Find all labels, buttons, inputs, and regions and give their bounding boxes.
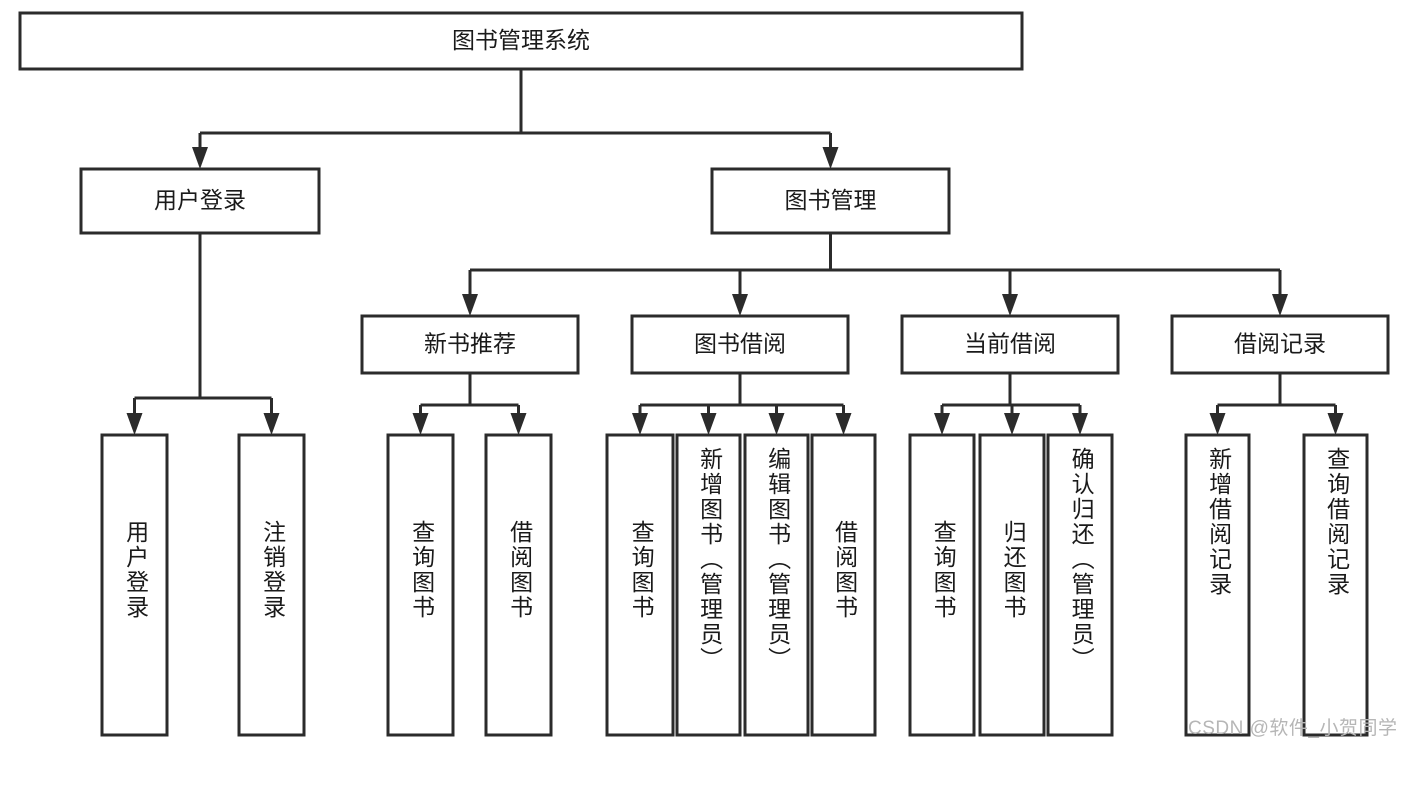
node-leaf-rect[interactable] — [1302, 433, 1369, 737]
connector-borrow-to-leaf-0-arrowhead — [632, 413, 648, 435]
connector-mgmt-to-level3-0-arrowhead — [462, 294, 478, 316]
node-leaf-rect[interactable] — [675, 433, 742, 737]
node-leaf-6[interactable] — [743, 433, 810, 737]
node-leaf-11[interactable] — [1184, 433, 1251, 737]
node-level2-label: 用户登录 — [154, 187, 246, 213]
connector-current-to-leaf-0-arrowhead — [934, 413, 950, 435]
node-leaf-rect[interactable] — [100, 433, 169, 737]
node-leaf-0[interactable] — [100, 433, 169, 737]
node-leaf-rect[interactable] — [386, 433, 455, 737]
node-leaf-rect[interactable] — [1046, 433, 1114, 737]
connector-borrow-to-leaf-3-arrowhead — [835, 413, 852, 435]
node-leaf-8[interactable] — [908, 433, 976, 737]
node-level3-label: 图书借阅 — [694, 331, 786, 357]
connector-record-to-leaf-1-arrowhead — [1327, 413, 1344, 435]
node-level3-label: 当前借阅 — [964, 331, 1056, 357]
node-level2-label: 图书管理 — [785, 187, 877, 213]
connector-borrow-to-leaf-1-arrowhead — [700, 413, 717, 435]
node-leaf-1[interactable] — [237, 433, 306, 737]
node-leaf-10[interactable] — [1046, 433, 1114, 737]
connector-current-to-leaf-1-arrowhead — [1004, 413, 1020, 435]
connector-login-to-leaf-1-arrowhead — [263, 413, 280, 435]
node-leaf-rect[interactable] — [908, 433, 976, 737]
node-level3-2[interactable]: 当前借阅 — [900, 314, 1120, 375]
flowchart-canvas: 图书管理系统用户登录图书管理新书推荐图书借阅当前借阅借阅记录 用户登录注销登录查… — [18, 11, 1398, 739]
node-leaf-5[interactable] — [675, 433, 742, 737]
node-leaf-rect[interactable] — [1184, 433, 1251, 737]
node-level3-0[interactable]: 新书推荐 — [360, 314, 580, 375]
connector-borrow-to-leaf-2-arrowhead — [768, 413, 785, 435]
connector-mgmt-to-level3-1-arrowhead — [732, 294, 748, 316]
node-leaf-rect[interactable] — [605, 433, 675, 737]
connector-login-to-leaf-0-arrowhead — [126, 413, 143, 435]
connector-current-to-leaf-2-arrowhead — [1072, 413, 1088, 435]
node-level2-rect[interactable] — [710, 167, 951, 235]
connector-record-to-leaf-0-arrowhead — [1209, 413, 1226, 435]
node-leaf-7[interactable] — [810, 433, 877, 737]
node-level3-rect[interactable] — [360, 314, 580, 375]
node-level3-label: 借阅记录 — [1234, 331, 1326, 357]
node-leaf-3[interactable] — [484, 433, 553, 737]
node-root[interactable]: 图书管理系统 — [18, 11, 1024, 71]
connector-root-to-level2-0-arrowhead — [192, 147, 208, 169]
node-level2-1[interactable]: 图书管理 — [710, 167, 951, 235]
node-level3-rect[interactable] — [630, 314, 850, 375]
connector-layer — [126, 69, 1344, 435]
node-root-rect[interactable] — [18, 11, 1024, 71]
node-leaf-rect[interactable] — [237, 433, 306, 737]
connector-mgmt-to-level3-3-arrowhead — [1272, 294, 1288, 316]
node-level3-rect[interactable] — [900, 314, 1120, 375]
node-leaf-rect[interactable] — [484, 433, 553, 737]
connector-root-to-level2-1-arrowhead — [822, 147, 839, 169]
node-root-label: 图书管理系统 — [452, 27, 590, 53]
node-level2-0[interactable]: 用户登录 — [79, 167, 321, 235]
node-leaf-9[interactable] — [978, 433, 1046, 737]
node-leaf-rect[interactable] — [743, 433, 810, 737]
csdn-watermark: CSDN @软件_小贺同学 — [1188, 718, 1398, 739]
node-level3-3[interactable]: 借阅记录 — [1170, 314, 1390, 375]
node-leaf-rect[interactable] — [810, 433, 877, 737]
node-leaf-rect[interactable] — [978, 433, 1046, 737]
connector-newbook-to-leaf-1-arrowhead — [510, 413, 527, 435]
connector-newbook-to-leaf-0-arrowhead — [412, 413, 429, 435]
node-leaf-12[interactable] — [1302, 433, 1369, 737]
node-level3-rect[interactable] — [1170, 314, 1390, 375]
node-leaf-4[interactable] — [605, 433, 675, 737]
node-level3-1[interactable]: 图书借阅 — [630, 314, 850, 375]
connector-mgmt-to-level3-2-arrowhead — [1002, 294, 1018, 316]
node-leaf-2[interactable] — [386, 433, 455, 737]
node-level3-label: 新书推荐 — [424, 331, 516, 357]
node-level2-rect[interactable] — [79, 167, 321, 235]
